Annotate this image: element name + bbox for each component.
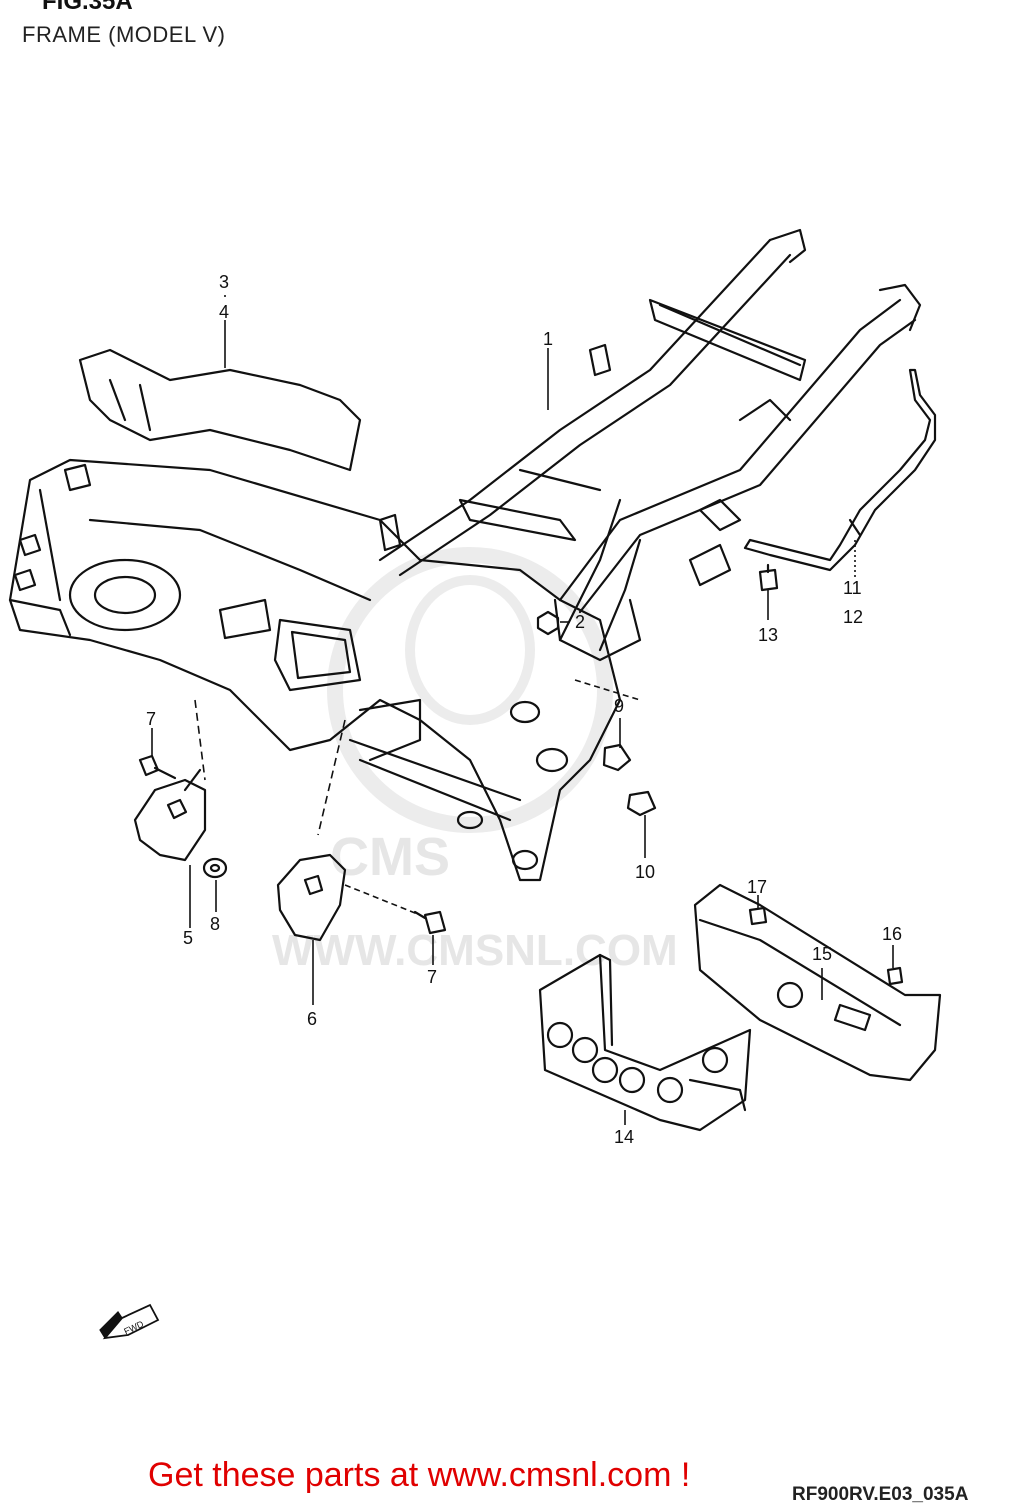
- callout-7-right: 7: [427, 967, 437, 987]
- callout-labels: 3 4 1 2 7 5 8 6 7 9 10 11 12 13 14 15 16…: [146, 272, 902, 1147]
- watermark-url-text: WWW.CMSNL.COM: [272, 926, 678, 975]
- main-spar-beam: [8, 458, 622, 882]
- callout-3: 3: [219, 272, 229, 292]
- bushing-part-9: [602, 743, 632, 772]
- lower-support-beam-15: [693, 883, 942, 1082]
- callout-17: 17: [747, 877, 767, 897]
- forward-arrow-icon: FWD: [99, 1303, 160, 1340]
- rear-bracket-arm: [743, 368, 937, 572]
- callout-9: 9: [614, 696, 624, 716]
- callout-2: 2: [575, 612, 585, 632]
- callout-11: 11: [843, 578, 862, 598]
- nut-part-2: [536, 610, 560, 636]
- bolt-part-13: [758, 563, 779, 592]
- callout-13: 13: [758, 625, 778, 645]
- bushing-part-10: [626, 790, 657, 817]
- callout-7-left: 7: [146, 709, 156, 729]
- callout-16: 16: [882, 924, 902, 944]
- callout-15: 15: [812, 944, 832, 964]
- cmsnl-watermark: CMS WWW.CMSNL.COM: [272, 547, 678, 975]
- callout-14: 14: [614, 1127, 634, 1147]
- callout-6: 6: [307, 1009, 317, 1029]
- figure-subtitle: FRAME (MODEL V): [22, 22, 226, 47]
- engine-mount-bracket-5: [133, 768, 207, 862]
- bolt-part-16: [886, 966, 904, 986]
- callout-8: 8: [210, 914, 220, 934]
- figure-reference-code: RF900RV.E03_035A: [792, 1484, 969, 1505]
- engine-mount-bracket-6: [276, 853, 347, 942]
- bolt-part-7-left: [138, 754, 177, 780]
- footer-parts-link[interactable]: Get these parts at www.cmsnl.com !: [148, 1456, 691, 1494]
- callout-4: 4: [219, 302, 229, 322]
- callout-5: 5: [183, 928, 193, 948]
- washer-part-8: [202, 857, 228, 879]
- callout-12: 12: [843, 607, 863, 627]
- bolt-part-17: [748, 906, 768, 926]
- figure-title: FIG.35A: [42, 0, 133, 15]
- leader-lines: [151, 295, 894, 1125]
- frame-cover: [78, 348, 362, 472]
- watermark-brand-text: CMS: [330, 827, 450, 887]
- lower-bracket-14: [538, 953, 752, 1132]
- callout-1: 1: [543, 329, 553, 349]
- callout-10: 10: [635, 862, 655, 882]
- main-frame: [378, 228, 922, 662]
